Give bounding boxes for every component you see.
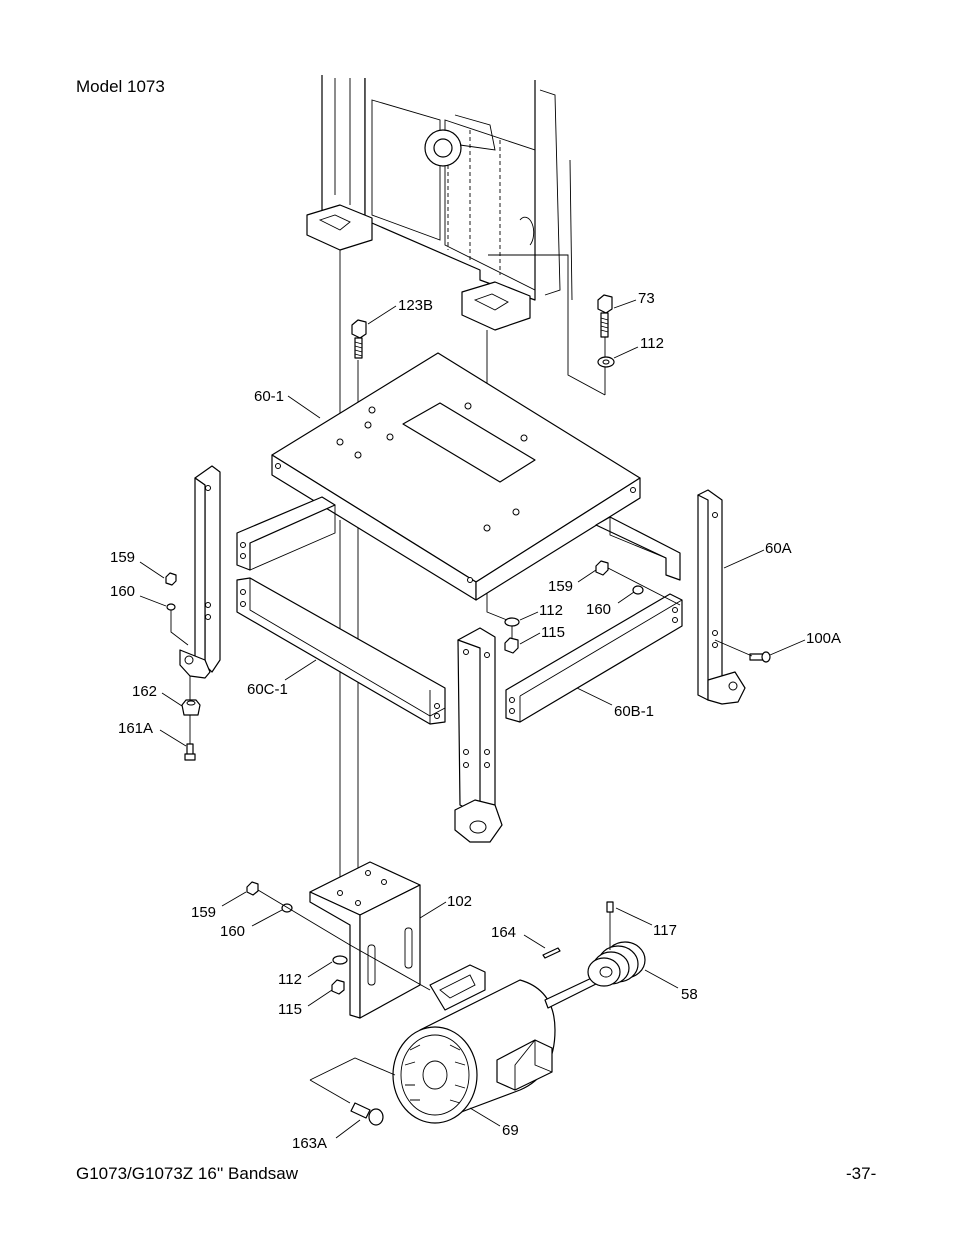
pulley-58 (587, 908, 646, 987)
nut-159-left (165, 572, 177, 586)
label-164: 164 (491, 924, 516, 941)
alignment-lines (189, 250, 606, 905)
footer-model: G1073/G1073Z 16'' Bandsaw (76, 1164, 298, 1183)
label-163A: 163A (292, 1135, 327, 1152)
lead-163A-align (309, 1057, 396, 1081)
label-123B: 123B (398, 297, 433, 314)
label-112-mid: 112 (539, 602, 563, 619)
washer-hole (602, 359, 610, 365)
label-160-left: 160 (110, 583, 135, 600)
label-60-1: 60-1 (254, 388, 284, 405)
label-69: 69 (502, 1122, 519, 1139)
lead-right-brace (607, 567, 681, 606)
label-115-mid: 115 (541, 624, 565, 641)
nut-159-bracket (246, 881, 259, 896)
bandsaw-frame (306, 75, 573, 331)
lead-100A-align (714, 639, 753, 657)
set-screw-117 (606, 901, 614, 913)
label-112-top: 112 (640, 335, 664, 352)
motor-69 (392, 964, 601, 1124)
lead-left-leg (170, 610, 189, 646)
label-159-right: 159 (548, 578, 573, 595)
label-100A: 100A (806, 630, 841, 647)
label-73: 73 (638, 290, 655, 307)
label-102: 102 (447, 893, 472, 910)
label-162: 162 (132, 683, 157, 700)
leg-front (454, 627, 503, 843)
label-159-left: 159 (110, 549, 135, 566)
label-159-bracket: 159 (191, 904, 216, 921)
label-160-bracket: 160 (220, 923, 245, 940)
lead-bracket-align (257, 889, 431, 991)
bolt-163A (350, 1102, 384, 1126)
page-title: Model 1073 (76, 77, 165, 96)
washer-160-left (166, 603, 176, 611)
label-112-bracket: 112 (278, 971, 302, 988)
leg-left (179, 465, 221, 679)
channel-brace-right (595, 516, 681, 581)
nut-115-bracket (331, 979, 345, 995)
footer-page-number: -37- (846, 1164, 877, 1183)
label-60A: 60A (765, 540, 792, 557)
washer-160-right (632, 585, 644, 595)
hex-bolt-73 (597, 294, 613, 338)
washer-112-mid (504, 617, 520, 627)
nut-159-right (595, 560, 609, 576)
key-164 (542, 947, 561, 959)
label-161A: 161A (118, 720, 153, 737)
bolt-100A (749, 651, 771, 663)
motor-bracket-102 (309, 861, 421, 1019)
label-160-right: 160 (586, 601, 611, 618)
foot-162 (181, 699, 201, 716)
channel-brace-back (236, 496, 336, 571)
leg-60A (697, 489, 746, 705)
label-60C-1: 60C-1 (247, 681, 288, 698)
hex-bolt-123B (351, 319, 367, 359)
part-labels: 123B 73 112 60-1 60A 159 160 159 160 112… (110, 290, 841, 1152)
washer-112-bracket (332, 955, 348, 965)
nut-115-mid (504, 637, 519, 654)
label-60B-1: 60B-1 (614, 703, 654, 720)
top-plate-60-1 (271, 352, 641, 601)
brace-60B-1 (505, 593, 683, 723)
label-58: 58 (681, 986, 698, 1003)
leader-lines (139, 299, 806, 1139)
label-115-bracket: 115 (278, 1001, 302, 1018)
screw-161A (184, 743, 196, 761)
brace-60C-1 (236, 577, 446, 725)
label-117: 117 (653, 922, 677, 939)
lead-163A-align-2 (309, 1079, 351, 1104)
